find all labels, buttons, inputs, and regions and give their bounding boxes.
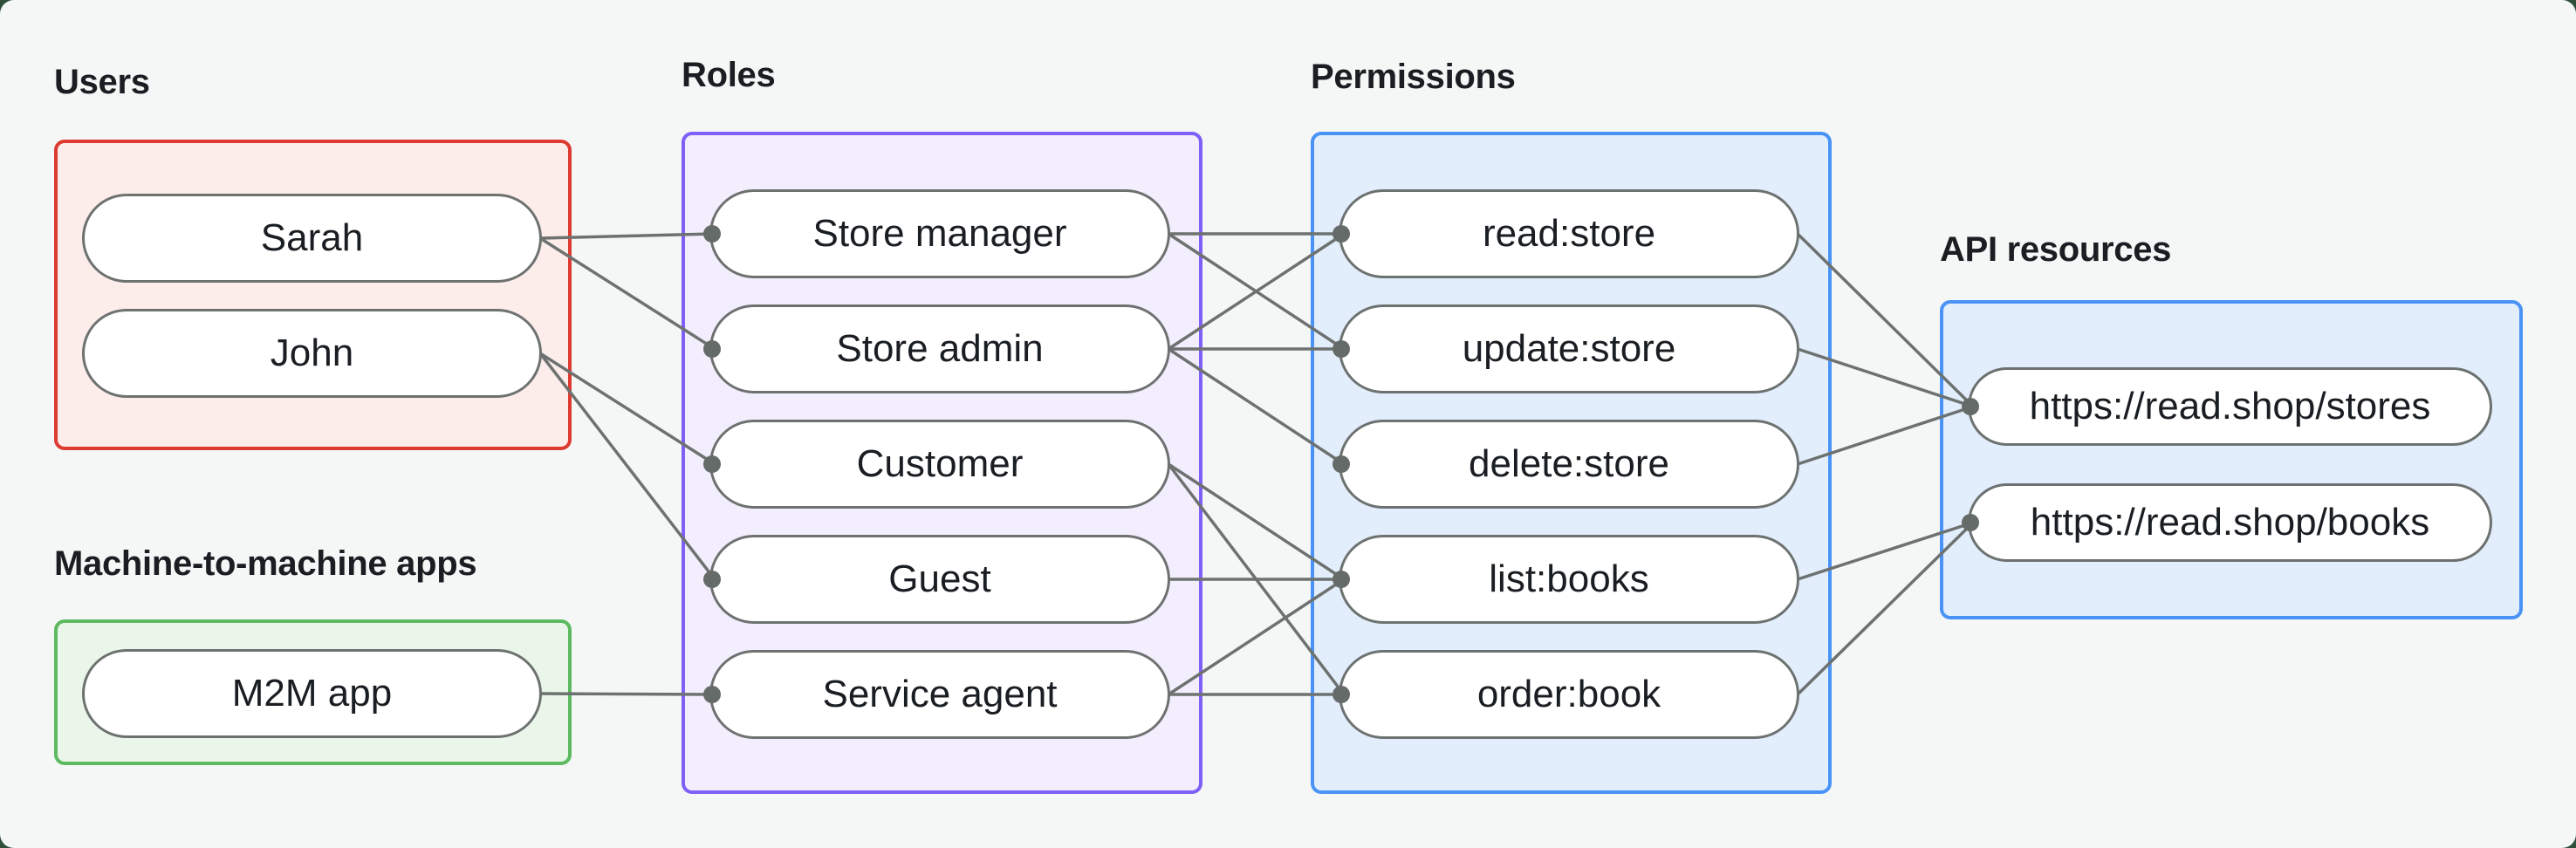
- node-label: https://read.shop/stores: [2029, 385, 2431, 427]
- node-store-manager: Store manager: [709, 189, 1170, 278]
- group-users-label: Users: [54, 63, 150, 101]
- node-label: https://read.shop/books: [2030, 501, 2430, 544]
- node-stores: https://read.shop/stores: [1968, 367, 2492, 446]
- node-read-store: read:store: [1339, 189, 1799, 278]
- group-users-box: [54, 140, 572, 450]
- node-label: Customer: [856, 442, 1024, 485]
- node-update-store: update:store: [1339, 304, 1799, 393]
- group-roles-label: Roles: [682, 56, 776, 94]
- node-label: read:store: [1482, 212, 1656, 255]
- node-label: John: [270, 332, 354, 374]
- node-label: list:books: [1489, 557, 1649, 600]
- node-service-agent: Service agent: [709, 650, 1170, 739]
- node-sarah: Sarah: [82, 194, 542, 283]
- group-permissions-label: Permissions: [1311, 58, 1516, 96]
- node-list-books: list:books: [1339, 535, 1799, 624]
- node-guest: Guest: [709, 535, 1170, 624]
- node-label: Guest: [888, 557, 991, 600]
- node-label: Store manager: [812, 212, 1067, 255]
- node-label: update:store: [1462, 327, 1676, 370]
- node-label: Store admin: [836, 327, 1044, 370]
- node-label: delete:store: [1469, 442, 1669, 485]
- group-api-resources-box: [1940, 300, 2523, 619]
- node-books: https://read.shop/books: [1968, 483, 2492, 562]
- node-label: Sarah: [260, 216, 364, 259]
- group-m2m-apps-label: Machine-to-machine apps: [54, 544, 477, 583]
- node-label: M2M app: [231, 672, 393, 715]
- node-order-book: order:book: [1339, 650, 1799, 739]
- node-label: order:book: [1476, 673, 1661, 715]
- node-store-admin: Store admin: [709, 304, 1170, 393]
- node-john: John: [82, 309, 542, 398]
- group-api-resources-label: API resources: [1940, 230, 2172, 269]
- node-label: Service agent: [822, 673, 1058, 715]
- node-customer: Customer: [709, 420, 1170, 509]
- node-delete-store: delete:store: [1339, 420, 1799, 509]
- node-m2m-app: M2M app: [82, 649, 542, 738]
